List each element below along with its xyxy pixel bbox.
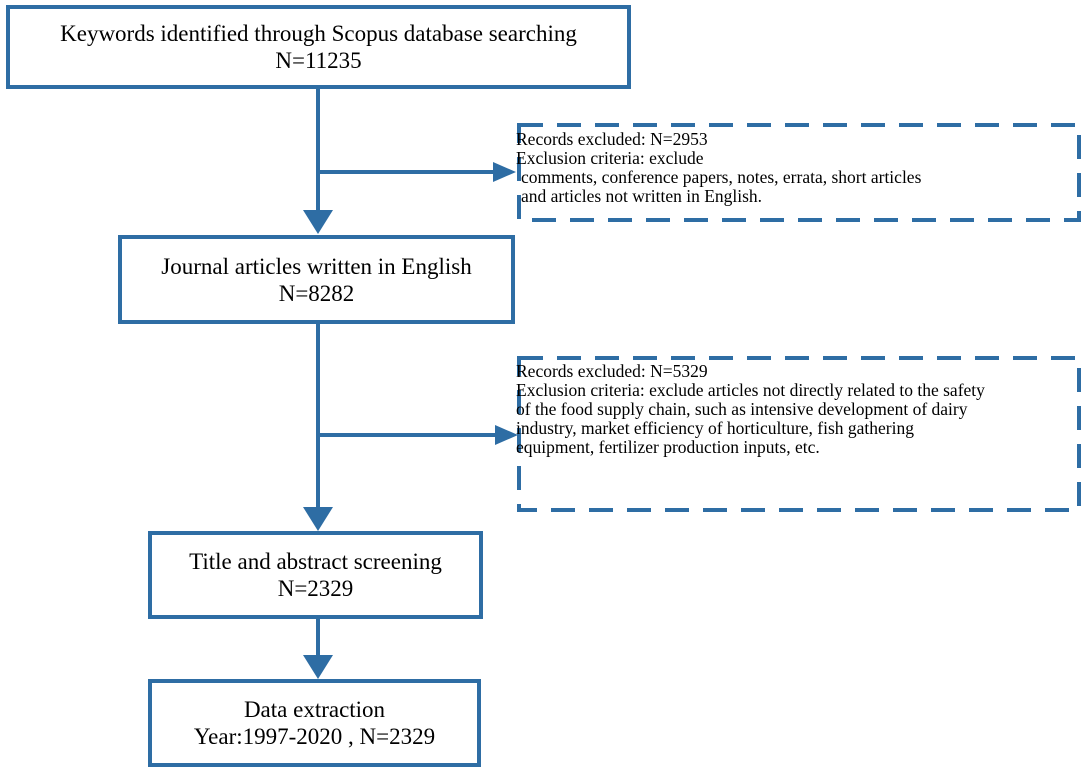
screening-box-title: Title and abstract screening <box>189 549 442 574</box>
second-exclusion-line-3: of the food supply chain, such as intens… <box>516 399 968 419</box>
first-exclusion-line-3: comments, conference papers, notes, erra… <box>521 167 922 187</box>
arrowhead-right-first-exclusion <box>493 162 516 182</box>
journal-box-title: Journal articles written in English <box>161 253 472 279</box>
exclusion-box-first: Records excluded: N=2953 Exclusion crite… <box>516 126 1076 219</box>
exclusion-box-first-border <box>517 123 1081 222</box>
screening-box: Title and abstract screening N=2329 <box>148 531 483 619</box>
extraction-box: Data extraction Year:1997-2020 , N=2329 <box>148 679 481 767</box>
second-exclusion-line-1: Records excluded: N=5329 <box>516 361 708 381</box>
keywords-box-count: N=11235 <box>275 48 362 73</box>
exclusion-box-second-border <box>517 356 1081 512</box>
extraction-box-title: Data extraction <box>243 697 386 722</box>
first-exclusion-line-2: Exclusion criteria: exclude <box>516 148 704 168</box>
first-exclusion-line-4: and articles not written in English. <box>521 186 763 206</box>
exclusion-box-second: Records excluded: N=5329 Exclusion crite… <box>516 358 1076 508</box>
screening-box-count: N=2329 <box>277 576 354 601</box>
journal-box-count: N=8282 <box>278 280 355 306</box>
second-exclusion-line-4: industry, market efficiency of horticult… <box>516 418 914 438</box>
arrowhead-right-second-exclusion <box>495 425 518 445</box>
second-exclusion-line-2: Exclusion criteria: exclude articles not… <box>516 380 985 400</box>
arrowhead-down-journal <box>303 210 333 234</box>
journal-box: Journal articles written in English N=82… <box>118 235 515 324</box>
second-exclusion-line-5: equipment, fertilizer production inputs,… <box>516 437 820 457</box>
arrowhead-down-screening <box>303 507 333 531</box>
first-exclusion-line-1: Records excluded: N=2953 <box>516 129 708 149</box>
arrowhead-down-extraction <box>303 655 333 679</box>
keywords-box: Keywords identified through Scopus datab… <box>6 5 631 89</box>
keywords-box-title: Keywords identified through Scopus datab… <box>60 21 577 46</box>
extraction-box-detail: Year:1997-2020 , N=2329 <box>193 724 436 749</box>
